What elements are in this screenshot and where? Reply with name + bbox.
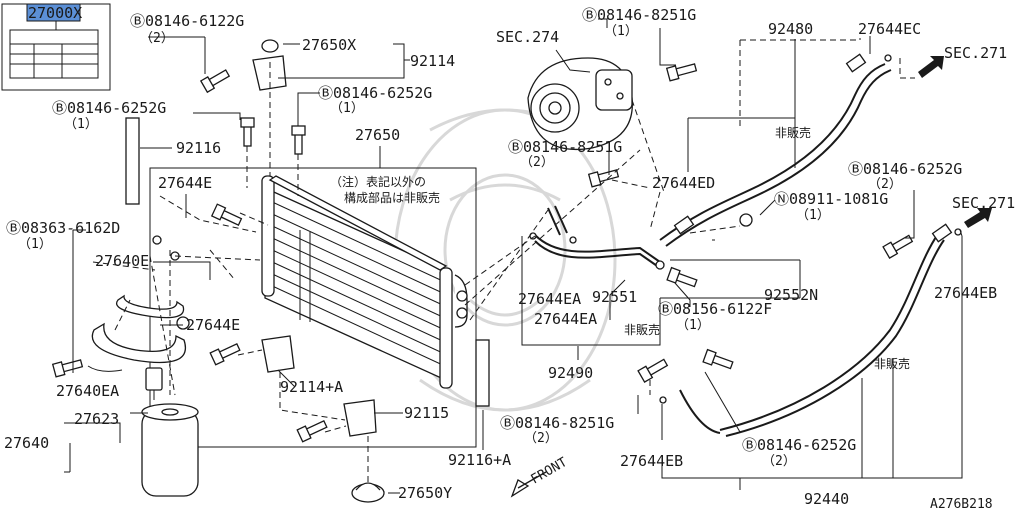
- label-08146-6252g-left-qty: （1）: [64, 117, 98, 132]
- label-27623: 27623: [74, 410, 119, 428]
- label-08146-6252g-left: Ⓑ08146-6252G: [52, 99, 166, 117]
- label-92116: 92116: [176, 139, 221, 157]
- label-27644eb-bot: 27644EB: [620, 452, 683, 470]
- bolt-icons: [51, 63, 914, 443]
- label-08911-1081g-qty: （1）: [796, 208, 830, 223]
- label-08146-6252g-top-qty: （1）: [330, 101, 364, 116]
- label-08146-6252g-right-qty: （2）: [868, 177, 902, 192]
- label-92114a: 92114+A: [280, 378, 343, 396]
- label-27644e-top: 27644E: [158, 174, 212, 192]
- label-27644eb-right: 27644EB: [934, 284, 997, 302]
- label-hihanbai-2: 非販売: [624, 322, 660, 337]
- label-27644ea-1: 27644EA: [518, 290, 581, 308]
- label-92480: 92480: [768, 20, 813, 38]
- label-27640: 27640: [4, 434, 49, 452]
- label-08156-6122f-qty: （1）: [676, 318, 710, 333]
- label-27644ec: 27644EC: [858, 20, 921, 38]
- label-08146-6252g-top: Ⓑ08146-6252G: [318, 84, 432, 102]
- label-08146-8251g-bot: Ⓑ08146-8251G: [500, 414, 614, 432]
- label-92552n: 92552N: [764, 286, 818, 304]
- diagram-code: A276B218: [930, 497, 993, 511]
- label-hihanbai-1: 非販売: [775, 125, 811, 140]
- label-08363-6162d-qty: （1）: [18, 237, 52, 252]
- label-92490: 92490: [548, 364, 593, 382]
- label-92116a: 92116+A: [448, 451, 511, 469]
- label-92115: 92115: [404, 404, 449, 422]
- condenser-assembly: [149, 167, 477, 448]
- label-92114: 92114: [410, 52, 455, 70]
- label-sec271-top: SEC.271: [944, 44, 1007, 62]
- label-27650x: 27650X: [302, 36, 356, 54]
- label-08146-8251g-top-qty: （1）: [604, 24, 638, 39]
- label-27644ea-2: 27644EA: [534, 310, 597, 328]
- compressor: [527, 57, 633, 150]
- label-08146-8251g-bot-qty: （2）: [524, 431, 558, 446]
- label-sec271-right: SEC.271: [952, 194, 1015, 212]
- receiver-drier: [91, 235, 199, 497]
- dashed-lines: [92, 38, 915, 484]
- arrow-icons: [510, 56, 992, 498]
- label-08146-8251g-top: Ⓑ08146-8251G: [582, 6, 696, 24]
- label-note-line2: 構成部品は非販売: [344, 190, 440, 205]
- label-note-line1: （注）表記以外の: [330, 174, 426, 189]
- label-92551: 92551: [592, 288, 637, 306]
- label-27640ea: 27640EA: [56, 382, 119, 400]
- label-27644ed: 27644ED: [652, 174, 715, 192]
- label-front: FRONT: [529, 455, 571, 488]
- label-08146-6122g: Ⓑ08146-6122G: [130, 12, 244, 30]
- label-08156-6122f: Ⓑ08156-6122F: [658, 300, 772, 318]
- label-sec274: SEC.274: [496, 28, 559, 46]
- label-27650y: 27650Y: [398, 484, 452, 502]
- label-27650: 27650: [355, 126, 400, 144]
- pipes: [529, 53, 962, 437]
- label-hihanbai-3: 非販売: [874, 356, 910, 371]
- label-08146-8251g-mid-qty: （2）: [520, 155, 554, 170]
- label-92440: 92440: [804, 490, 849, 508]
- label-08146-6252g-bot-qty: （2）: [762, 454, 796, 469]
- label-27644e-mid: 27644E: [186, 316, 240, 334]
- legend-box: 27000X: [1, 3, 111, 91]
- callout-labels: Ⓑ08146-6122G （2） 27650X 92114 Ⓑ08146-625…: [4, 6, 1015, 511]
- label-08146-6252g-bot: Ⓑ08146-6252G: [742, 436, 856, 454]
- label-08146-6122g-qty: （2）: [140, 31, 174, 46]
- label-08146-6252g-right: Ⓑ08146-6252G: [848, 160, 962, 178]
- label-08363-6162d: Ⓑ08363-6162D: [6, 219, 120, 237]
- label-08146-8251g-mid: Ⓑ08146-8251G: [508, 138, 622, 156]
- seal-strip-92116a: [475, 339, 490, 407]
- leader-lines: [64, 18, 963, 494]
- legend-part-number: 27000X: [28, 4, 82, 22]
- label-08911-1081g: Ⓝ08911-1081G: [774, 190, 888, 208]
- seal-strip-92116: [125, 117, 140, 205]
- label-27640e: 27640E: [95, 252, 149, 270]
